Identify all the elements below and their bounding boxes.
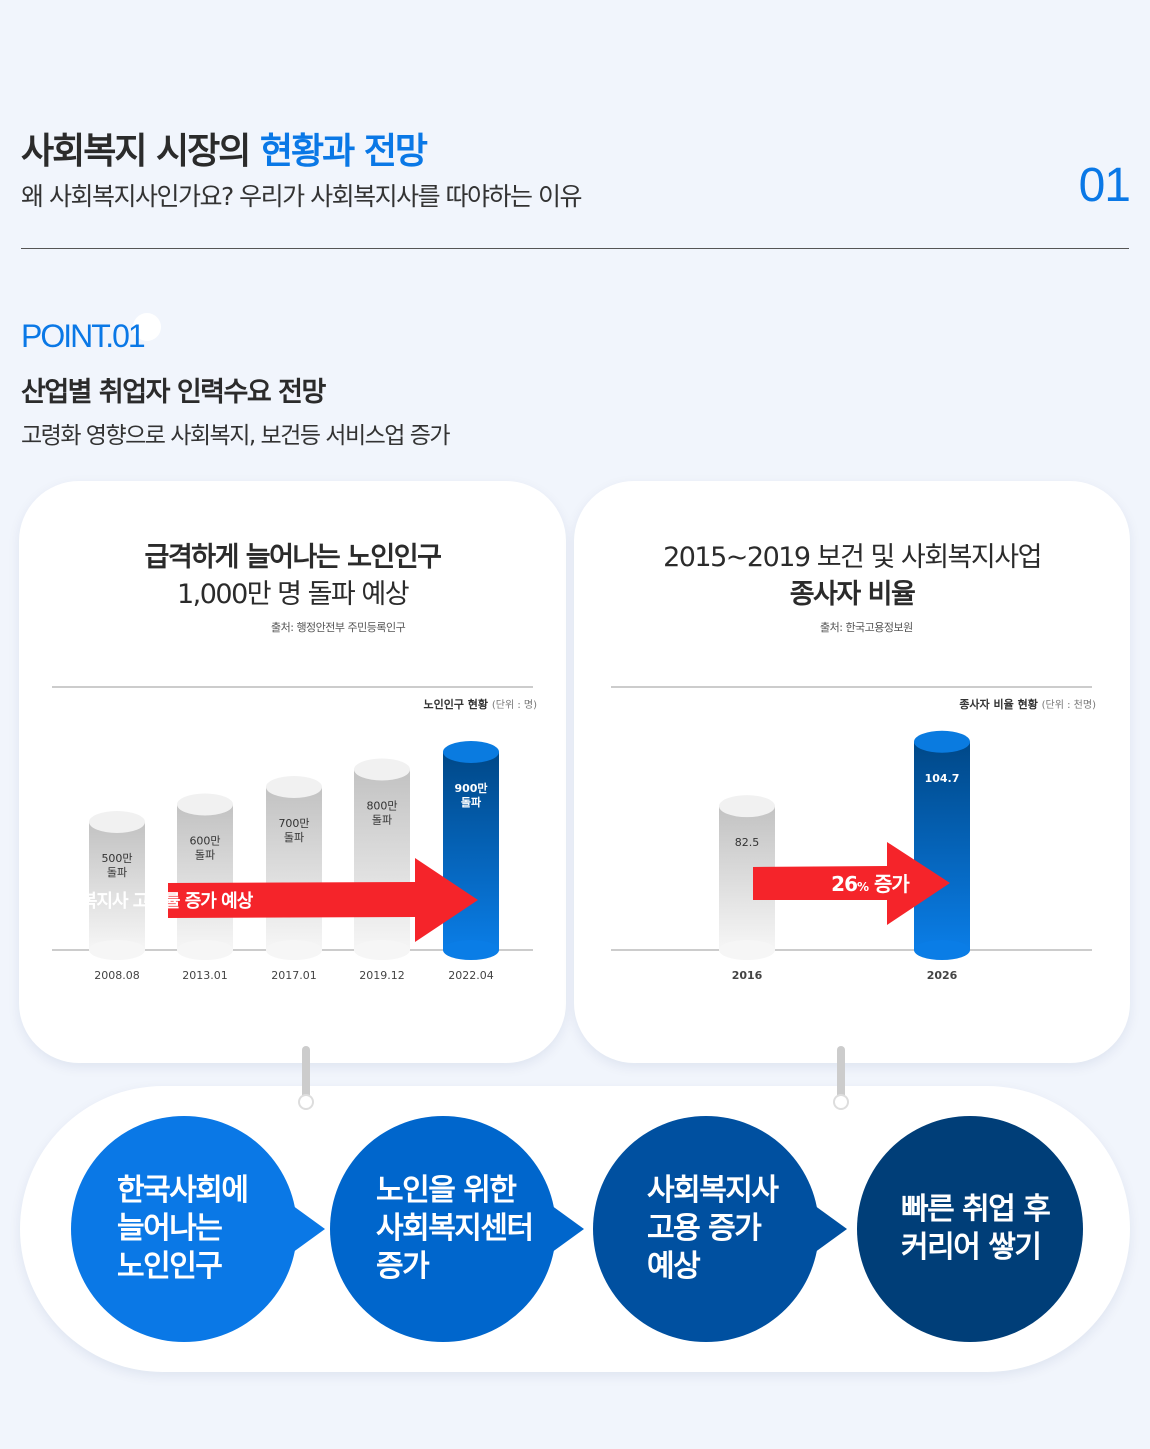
connector-bar [837, 1046, 845, 1101]
bubble-tail [285, 1200, 325, 1258]
flow-step-3: 사회복지사 고용 증가 예상 [593, 1116, 847, 1342]
welfare-workers-chart: 종사자 비율 현황 (단위 : 천명) 82.5 2016 104.7 2026 26% … [611, 686, 1096, 982]
flow-step-text: 노인을 위한 사회복지센터 증가 [376, 1173, 534, 1284]
title-text: 사회복지 시장의 [21, 131, 260, 172]
flow-step-4: 빠른 취업 후 커리어 쌓기 [857, 1116, 1083, 1342]
bar-cylinder-top [354, 758, 410, 781]
bar-cylinder-top [177, 793, 233, 816]
arrow-shape [753, 842, 950, 925]
x-tick-label: 2008.08 [94, 969, 140, 982]
connector-dot [833, 1094, 849, 1110]
bar-value-label: 돌파 [461, 795, 482, 809]
bar-value-label: 돌파 [195, 849, 215, 862]
bar-value-label: 700만 [278, 817, 309, 830]
flow-step-text: 한국사회에 늘어나는 노인인구 [117, 1173, 249, 1284]
point-description: 고령화 영향으로 사회복지, 보건등 서비스업 증가 [21, 423, 451, 449]
bar-value-label: 900만 [454, 781, 487, 795]
x-tick-label: 2022.04 [448, 969, 494, 982]
card-title-line1: 2015~2019 보건 및 사회복지사업 [663, 542, 1042, 573]
bar-value-label: 82.5 [735, 836, 760, 849]
bubble-tail [544, 1200, 584, 1258]
bar-value-label: 돌파 [284, 831, 304, 844]
elderly-population-chart: 노인인구 현황 (단위 : 명)500만돌파2008.08600만돌파2013.… [50, 686, 537, 982]
bar-value-label: 800만 [366, 800, 397, 813]
bar-cylinder-body [89, 822, 145, 950]
bar-value-label: 500만 [101, 852, 132, 865]
source-note: 출처: 행정안전부 주민등록인구 [271, 621, 406, 634]
bar-cylinder-body [177, 804, 233, 950]
bar-cylinder-body [266, 787, 322, 950]
card-title: 급격하게 늘어나는 노인인구 1,000만 명 돌파 예상 [19, 539, 566, 613]
x-tick-label: 2013.01 [182, 969, 228, 982]
bar-value-label: 104.7 [925, 772, 960, 785]
arrow-text: 26% 증가 [831, 872, 910, 896]
bar-cylinder-bottom [177, 940, 233, 960]
bar-cylinder-bottom [443, 940, 499, 960]
card-title-line2: 종사자 비율 [789, 579, 916, 610]
bar-cylinder-top [443, 741, 499, 763]
bar-value-label: 돌파 [372, 814, 392, 827]
flow-step-1: 한국사회에 늘어나는 노인인구 [71, 1116, 325, 1342]
bar-cylinder-bottom [266, 940, 322, 960]
bar-cylinder-bottom [354, 940, 410, 960]
bar-cylinder-top [89, 811, 145, 833]
bar-cylinder-top [914, 730, 970, 753]
bar-cylinder-top [719, 795, 775, 818]
page-subtitle: 왜 사회복지사인가요? 우리가 사회복지사를 따야하는 이유 [21, 182, 583, 211]
connector-bar [302, 1046, 310, 1101]
flow-step-text: 사회복지사 고용 증가 예상 [647, 1173, 779, 1284]
point-title: 산업별 취업자 인력수요 전망 [21, 377, 326, 408]
x-tick-label: 2019.12 [359, 969, 405, 982]
bar-cylinder-bottom [914, 940, 970, 960]
bar-cylinder-bottom [719, 940, 775, 960]
section-number: 01 [1078, 159, 1131, 212]
arrow-shape [168, 858, 478, 942]
point-dot-decoration [133, 313, 161, 341]
bar-cylinder-body [354, 769, 410, 950]
chart-legend: 종사자 비율 현황 (단위 : 천명) [959, 697, 1096, 711]
divider [21, 248, 1129, 249]
bar-cylinder-bottom [89, 940, 145, 960]
point-label: POINT.01 [21, 318, 146, 354]
connector-dot [298, 1094, 314, 1110]
bar-value-label: 돌파 [107, 866, 127, 879]
flow-step-2: 노인을 위한 사회복지센터 증가 [330, 1116, 584, 1342]
arrow-text: 사회복지사 고용률 증가 예상 [50, 891, 254, 912]
elderly-population-card: 급격하게 늘어나는 노인인구 1,000만 명 돌파 예상 출처: 행정안전부 주… [19, 481, 566, 1063]
bubble-tail [807, 1200, 847, 1258]
title-highlight: 현황과 전망 [259, 131, 428, 172]
chart-legend: 노인인구 현황 (단위 : 명) [423, 697, 537, 711]
card-title-line2: 1,000만 명 돌파 예상 [176, 579, 410, 610]
x-tick-label: 2017.01 [271, 969, 317, 982]
card-title-line1: 급격하게 늘어나는 노인인구 [144, 542, 442, 573]
x-tick-label: 2016 [732, 969, 763, 982]
page-title: 사회복지 시장의 현황과 전망 [21, 122, 428, 174]
bar-cylinder-top [266, 776, 322, 798]
source-note: 출처: 한국고용정보원 [820, 621, 913, 634]
flow-step-text: 빠른 취업 후 커리어 쌓기 [901, 1192, 1051, 1265]
x-tick-label: 2026 [927, 969, 958, 982]
bar-value-label: 600만 [189, 835, 220, 848]
bar-cylinder-body [914, 741, 970, 950]
